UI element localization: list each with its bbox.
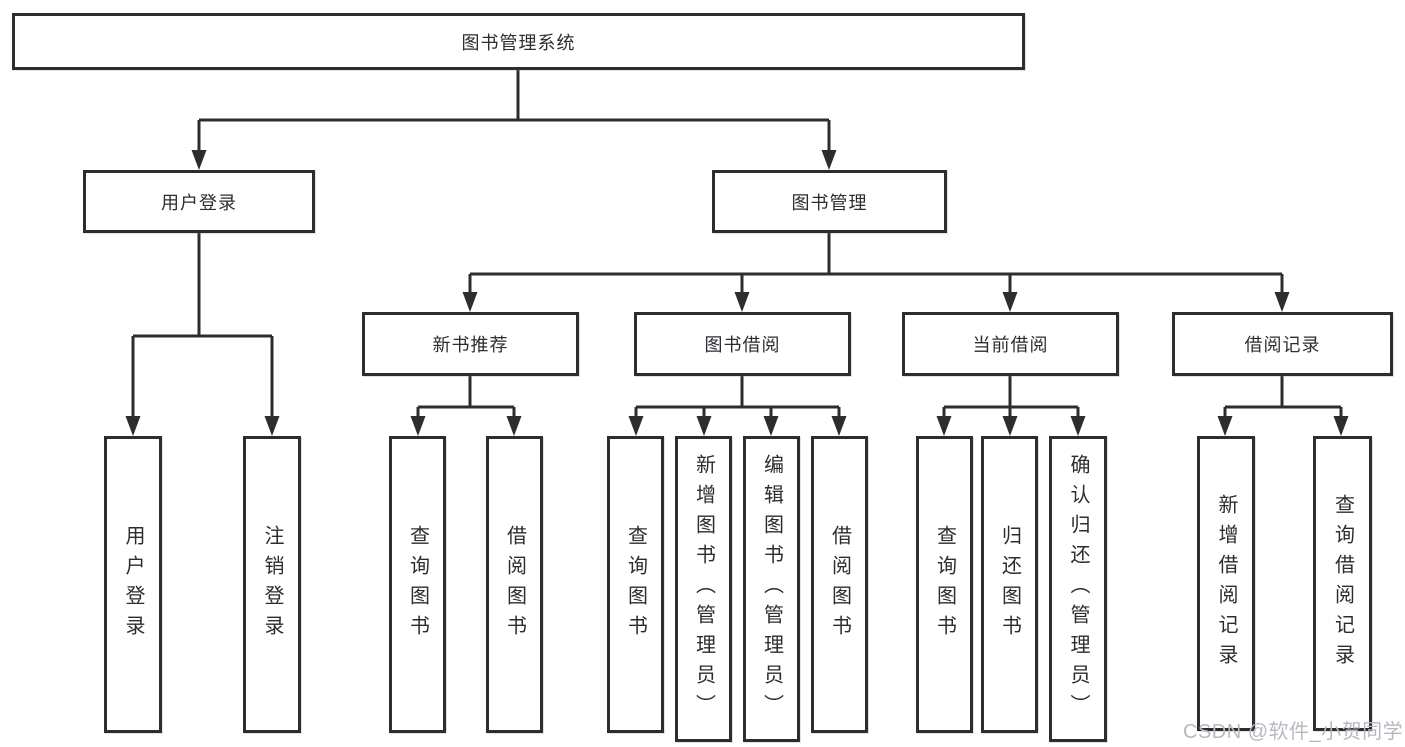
leaf-logout: 注销登录 <box>243 436 301 733</box>
leaf-add-book-admin: 新增图书（管理员） <box>675 436 732 742</box>
arrow-down-icon <box>821 150 837 170</box>
arrow-down-icon <box>1333 416 1349 436</box>
arrow-down-icon <box>696 416 712 436</box>
arrow-down-icon <box>763 416 779 436</box>
node-label: 借阅图书 <box>828 524 851 645</box>
connector-path <box>131 70 1343 418</box>
node-book-management: 图书管理 <box>712 170 947 233</box>
node-label: 查询图书 <box>406 524 429 645</box>
arrow-down-icon <box>1274 292 1290 312</box>
leaf-query-books-recommend: 查询图书 <box>389 436 446 733</box>
node-label: 新增借阅记录 <box>1215 493 1237 674</box>
arrow-down-icon <box>628 416 644 436</box>
leaf-confirm-return-admin: 确认归还（管理员） <box>1049 436 1107 742</box>
node-label: 借阅记录 <box>1244 335 1321 355</box>
node-label: 新增图书（管理员） <box>692 454 715 724</box>
node-label: 确认归还（管理员） <box>1067 454 1089 724</box>
leaf-borrow-books-borrowing: 借阅图书 <box>811 436 868 733</box>
arrow-down-icon <box>462 292 478 312</box>
leaf-borrow-books-recommend: 借阅图书 <box>486 436 543 733</box>
node-label: 注销登录 <box>261 524 283 645</box>
node-label: 查询图书 <box>933 524 956 645</box>
arrow-down-icon <box>1002 416 1018 436</box>
arrow-down-icon <box>1002 292 1018 312</box>
leaf-edit-book-admin: 编辑图书（管理员） <box>743 436 800 742</box>
node-current-borrowing: 当前借阅 <box>902 312 1119 376</box>
node-label: 用户登录 <box>161 192 237 213</box>
arrow-down-icon <box>1217 416 1233 436</box>
leaf-query-books-borrowing: 查询图书 <box>607 436 664 733</box>
leaf-query-borrow-record: 查询借阅记录 <box>1313 436 1372 731</box>
leaf-return-books: 归还图书 <box>981 436 1038 733</box>
arrow-down-icon <box>936 416 952 436</box>
node-label: 借阅图书 <box>503 524 526 645</box>
watermark: CSDN @软件_小贺同学 <box>1183 721 1404 743</box>
node-book-borrowing: 图书借阅 <box>634 312 851 376</box>
node-new-book-recommendation: 新书推荐 <box>362 312 579 376</box>
node-label: 当前借阅 <box>972 335 1049 355</box>
arrow-down-icon <box>125 416 141 436</box>
leaf-query-books-current: 查询图书 <box>916 436 973 733</box>
node-borrowing-records: 借阅记录 <box>1172 312 1393 376</box>
node-library-system-root: 图书管理系统 <box>12 13 1025 70</box>
node-label: 归还图书 <box>998 524 1021 645</box>
node-label: 查询图书 <box>624 524 647 645</box>
arrow-down-icon <box>264 416 280 436</box>
node-label: 图书借阅 <box>704 335 781 355</box>
arrow-down-icon <box>506 416 522 436</box>
arrow-down-icon <box>734 292 750 312</box>
node-label: 图书管理系统 <box>461 32 576 53</box>
node-label: 用户登录 <box>122 524 144 645</box>
node-label: 编辑图书（管理员） <box>760 454 783 724</box>
arrow-down-icon <box>410 416 426 436</box>
node-user-login: 用户登录 <box>83 170 315 233</box>
arrow-down-icon <box>1070 416 1086 436</box>
arrow-down-icon <box>191 150 207 170</box>
leaf-add-borrow-record: 新增借阅记录 <box>1197 436 1255 731</box>
arrow-down-icon <box>831 416 847 436</box>
leaf-user-login: 用户登录 <box>104 436 162 733</box>
node-label: 新书推荐 <box>432 335 509 355</box>
node-label: 图书管理 <box>791 192 868 213</box>
node-label: 查询借阅记录 <box>1331 493 1354 674</box>
